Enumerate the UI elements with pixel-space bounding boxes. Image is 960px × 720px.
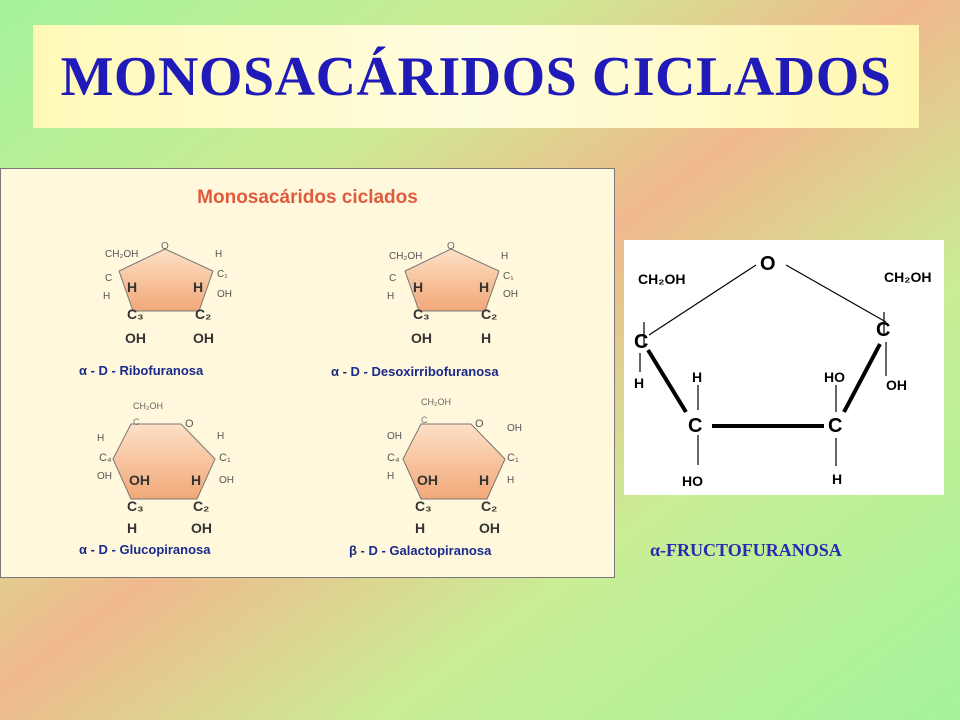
svg-text:C: C [421, 415, 428, 425]
fructofuranosa-structure: O CH₂OH CH₂OH C C H OH H HO C C HO H [634, 253, 931, 489]
svg-text:OH: OH [411, 330, 432, 346]
svg-text:H: H [217, 431, 224, 442]
caption-galactopiranosa: β - D - Galactopiranosa [349, 543, 492, 558]
svg-text:OH: OH [97, 471, 112, 482]
svg-text:C₂: C₂ [481, 306, 497, 322]
svg-text:C: C [389, 273, 396, 284]
svg-text:H: H [501, 251, 508, 262]
ribofuranosa-structure: O CH₂OH C H H C₁ OH H H C₃ C₂ OH OH [103, 241, 232, 346]
svg-text:O: O [475, 418, 484, 430]
fructofuranosa-caption: α-FRUCTOFURANOSA [650, 540, 842, 560]
svg-text:H: H [479, 279, 489, 295]
caption-desoxirribofuranosa: α - D - Desoxirribofuranosa [331, 364, 499, 379]
svg-text:OH: OH [219, 475, 234, 486]
svg-text:CH₂OH: CH₂OH [105, 249, 138, 260]
svg-text:C₁: C₁ [217, 269, 228, 280]
svg-text:CH₂OH: CH₂OH [421, 397, 451, 407]
molecule-diagrams: O CH₂OH C H H C₁ OH H H C₃ C₂ OH OH O CH… [79, 241, 522, 558]
svg-text:OH: OH [125, 330, 146, 346]
svg-text:OH: OH [193, 330, 214, 346]
svg-text:OH: OH [217, 289, 232, 300]
svg-text:H: H [415, 520, 425, 536]
svg-text:OH: OH [191, 520, 212, 536]
svg-text:C₂: C₂ [481, 498, 497, 514]
svg-text:C₁: C₁ [507, 452, 519, 464]
svg-text:H: H [832, 471, 842, 487]
svg-text:H: H [387, 471, 394, 482]
caption-ribofuranosa: α - D - Ribofuranosa [79, 363, 204, 378]
svg-text:C₃: C₃ [127, 498, 144, 514]
title-banner: MONOSACÁRIDOS CICLADOS [33, 25, 919, 128]
svg-text:HO: HO [682, 473, 703, 489]
svg-text:C₃: C₃ [413, 306, 430, 322]
svg-text:C: C [688, 415, 702, 437]
caption-glucopiranosa: α - D - Glucopiranosa [79, 542, 211, 557]
svg-text:C₃: C₃ [127, 306, 144, 322]
svg-text:OH: OH [479, 520, 500, 536]
svg-text:H: H [127, 279, 137, 295]
svg-text:C: C [876, 319, 890, 341]
svg-text:CH₂OH: CH₂OH [389, 251, 422, 262]
panel-heading: Monosacáridos ciclados [197, 187, 418, 208]
svg-text:OH: OH [886, 377, 907, 393]
desoxirribofuranosa-structure: O CH₂OH C H H C₁ OH H H C₃ C₂ OH H [387, 241, 518, 346]
svg-text:HO: HO [824, 369, 845, 385]
svg-text:C: C [105, 273, 112, 284]
svg-text:H: H [215, 249, 222, 260]
svg-text:H: H [481, 330, 491, 346]
svg-text:H: H [692, 369, 702, 385]
svg-text:C₁: C₁ [219, 452, 231, 464]
svg-text:C: C [634, 331, 648, 353]
svg-text:H: H [413, 279, 423, 295]
page-title: MONOSACÁRIDOS CICLADOS [60, 45, 892, 108]
svg-text:CH₂OH: CH₂OH [133, 401, 163, 411]
svg-text:O: O [185, 418, 194, 430]
svg-text:OH: OH [417, 472, 438, 488]
svg-text:C₂: C₂ [193, 498, 209, 514]
glucopiranosa-structure: CH₂OH C O H C₄ OH H C₁ OH OH H C₃ C₂ H O… [97, 401, 234, 536]
svg-text:H: H [387, 291, 394, 302]
svg-text:H: H [479, 472, 489, 488]
galactopiranosa-structure: CH₂OH C O OH C₄ H OH C₁ H OH H C₃ C₂ H O… [387, 397, 522, 536]
svg-text:C₃: C₃ [415, 498, 432, 514]
svg-text:H: H [97, 433, 104, 444]
svg-text:C: C [828, 415, 842, 437]
svg-text:H: H [634, 375, 644, 391]
svg-text:H: H [507, 475, 514, 486]
svg-text:H: H [127, 520, 137, 536]
svg-text:OH: OH [507, 423, 522, 434]
svg-text:C₂: C₂ [195, 306, 211, 322]
svg-text:O: O [760, 253, 776, 275]
svg-text:H: H [193, 279, 203, 295]
svg-text:CH₂OH: CH₂OH [884, 269, 931, 285]
fructofuranosa-panel: O CH₂OH CH₂OH C C H OH H HO C C HO H [624, 240, 944, 495]
svg-text:H: H [191, 472, 201, 488]
svg-text:C₁: C₁ [503, 271, 514, 282]
svg-text:CH₂OH: CH₂OH [638, 271, 685, 287]
svg-text:C₄: C₄ [387, 452, 400, 464]
svg-text:OH: OH [503, 289, 518, 300]
svg-text:OH: OH [129, 472, 150, 488]
monosaccharides-panel: Monosacáridos ciclados O CH₂OH C H H C₁ … [0, 168, 615, 578]
svg-text:O: O [447, 241, 455, 252]
svg-text:C: C [133, 417, 140, 427]
svg-text:OH: OH [387, 431, 402, 442]
svg-text:H: H [103, 291, 110, 302]
svg-text:C₄: C₄ [99, 452, 112, 464]
svg-text:O: O [161, 241, 169, 252]
